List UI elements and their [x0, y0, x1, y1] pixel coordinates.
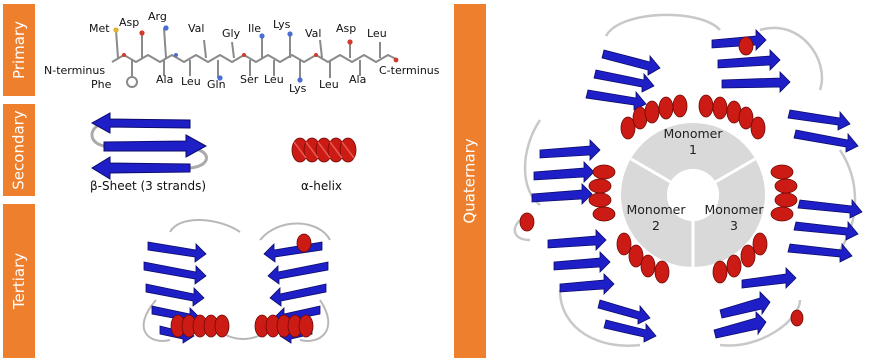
monomer-word: Monomer [616, 202, 696, 218]
monomer-number: 3 [694, 218, 774, 234]
monomer-word: Monomer [653, 126, 733, 142]
monomer-2-label: Monomer 2 [616, 202, 696, 234]
monomer-1-label: Monomer 1 [653, 126, 733, 158]
monomer-number: 2 [616, 218, 696, 234]
monomer-3-label: Monomer 3 [694, 202, 774, 234]
monomer-word: Monomer [694, 202, 774, 218]
monomer-number: 1 [653, 142, 733, 158]
